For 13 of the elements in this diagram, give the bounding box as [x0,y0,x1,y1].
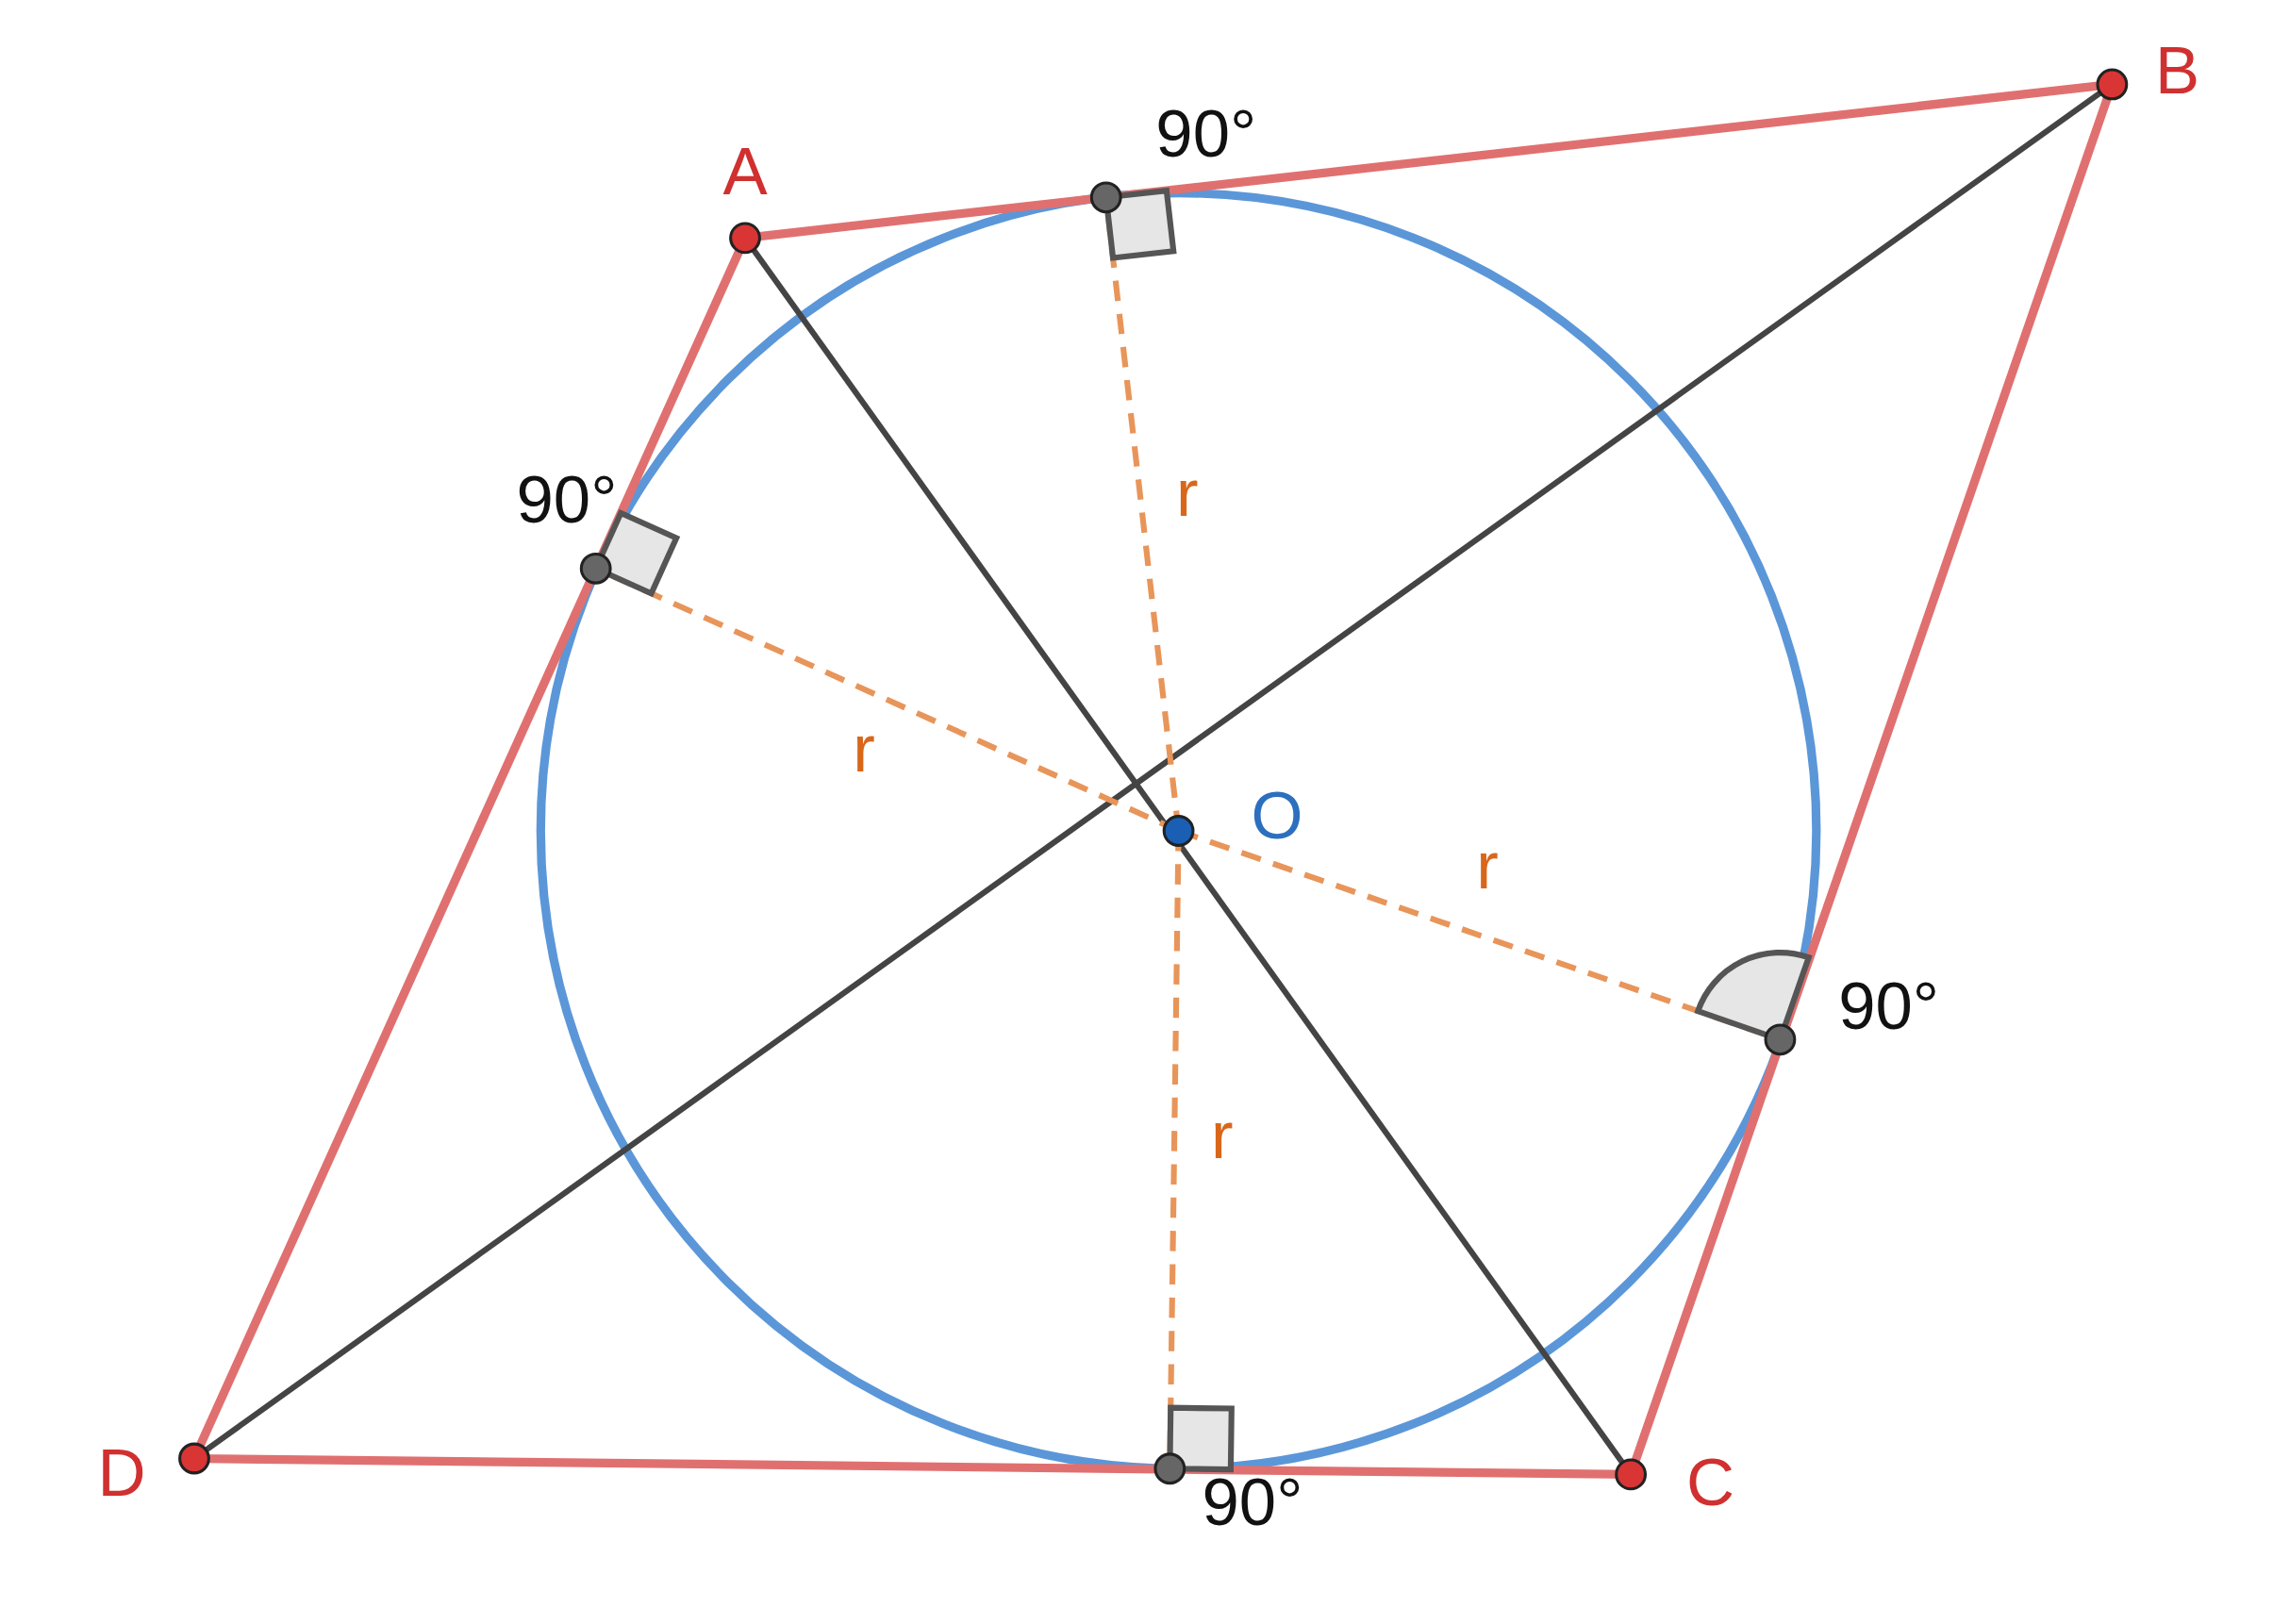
radius-label: r [1176,456,1199,531]
radius-label: r [853,710,875,786]
angle-label: 90° [1155,96,1257,172]
angle-label: 90° [1838,969,1940,1044]
angle-label: 90° [516,461,618,537]
vertex-label: A [722,134,768,209]
vertex-label: C [1686,1444,1735,1519]
angle-label: 90° [1202,1465,1303,1540]
vertex-label: B [2155,32,2200,108]
radius-label: r [1210,1098,1234,1173]
vertex-label: D [97,1435,146,1511]
center-label: O [1251,777,1303,853]
radius-label: r [1476,828,1499,903]
